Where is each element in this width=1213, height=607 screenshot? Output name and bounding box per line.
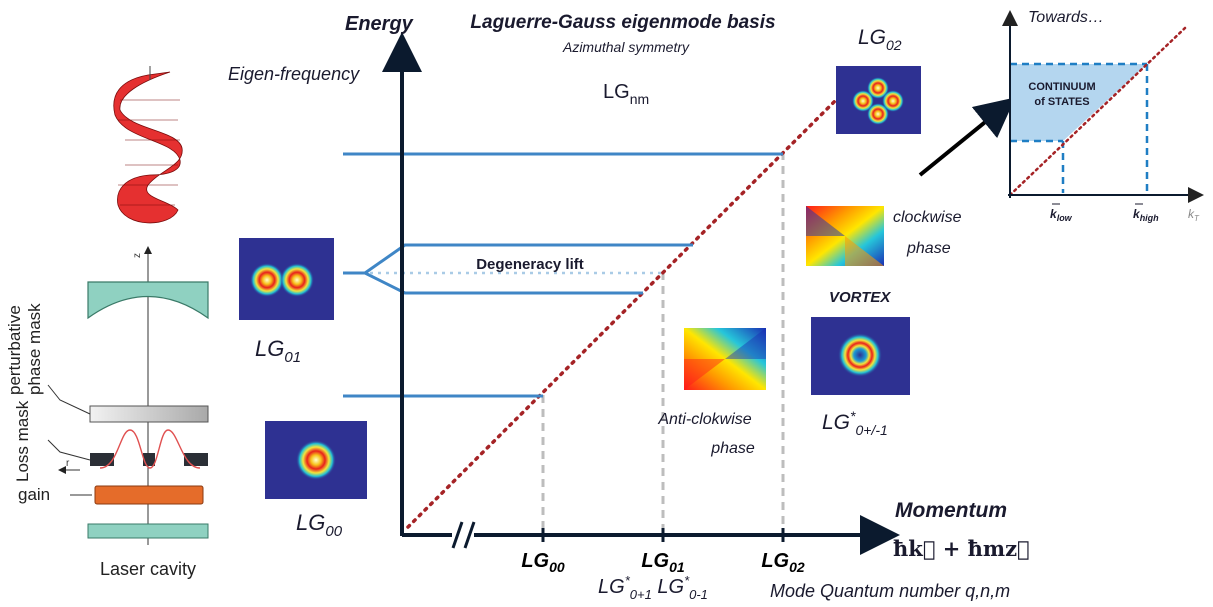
degeneracy-lift-label: Degeneracy lift [476, 256, 584, 273]
helical-wavefront-icon [113, 66, 183, 224]
loss-mask-pointer [47, 439, 91, 461]
anticlockwise-label-line2: phase [710, 440, 755, 457]
loss-mask-left [90, 453, 114, 466]
towards-arrow [918, 97, 1016, 177]
continuum-region [1010, 64, 1147, 141]
laser-cavity-caption: Laser cavity [100, 559, 196, 579]
mode-lg02-label: LG02 [858, 26, 902, 53]
k-t-label: kT [1188, 207, 1200, 223]
diagram-subtitle: Azimuthal symmetry [562, 39, 690, 55]
mode-lg01-image [239, 238, 334, 320]
flat-mirror [87, 523, 209, 539]
inset-title: Towards… [1028, 9, 1104, 26]
phase-mask-plate [89, 405, 209, 423]
clockwise-label-line1: clockwise [893, 209, 962, 226]
z-axis-label: z [132, 253, 143, 258]
mode-lg02-image [836, 66, 921, 134]
phase-mask-pointer [47, 384, 91, 415]
level-lg01-lower [364, 271, 643, 295]
diagram-title: Laguerre-Gauss eigenmode basis [470, 12, 775, 33]
mode-lg01-label: LG01 [255, 336, 301, 366]
eigenfreq-label: Eigen-frequency [228, 64, 360, 84]
dispersion-diagonal [406, 84, 852, 529]
tick-label-lg01-vortex-pair: LG*0+1 LG*0-1 [598, 573, 708, 602]
lgnm-label: LGnm [603, 81, 649, 107]
phase-mask-label-line1: perturbative [5, 305, 24, 395]
mode-lg00-image [265, 421, 367, 499]
tick-label-lg01: LG01 [641, 550, 685, 575]
curved-mirror [87, 281, 209, 320]
laser-cavity: z r perturbative phase mask Loss mask ga… [5, 66, 209, 579]
continuum-label-line2: of STATES [1034, 96, 1089, 108]
inset-diagonal [1008, 26, 1187, 197]
clockwise-phase-image [806, 206, 884, 266]
k-high-label: khigh [1133, 207, 1159, 223]
gain-profile-curve [99, 429, 201, 469]
gain-medium [94, 485, 204, 505]
level-lg01-upper [364, 243, 693, 275]
vortex-label: VORTEX [829, 289, 891, 306]
momentum-formula: ħk⃗ + ħmz⃗ [893, 536, 1030, 561]
clockwise-label-line2: phase [906, 240, 951, 257]
anticlockwise-phase-image [684, 328, 766, 390]
anticlockwise-label-line1: Anti-clokwise [657, 411, 751, 428]
quantum-number-label: Mode Quantum number q,n,m [770, 581, 1010, 601]
tick-label-lg00: LG00 [521, 550, 565, 575]
vortex-mode-image [811, 317, 910, 395]
axis-break-icon [451, 521, 476, 549]
loss-mask-label: Loss mask [13, 400, 32, 482]
momentum-axis-label: Momentum [895, 499, 1007, 522]
continuum-label-line1: CONTINUUM [1028, 81, 1095, 93]
tick-label-lg02: LG02 [761, 550, 805, 575]
gain-label: gain [18, 485, 50, 504]
energy-momentum-diagram: Degeneracy lift LG00 LG01 LG02 LG*0+1 LG… [228, 12, 1030, 602]
phase-mask-label-line2: phase mask [25, 303, 44, 395]
continuum-inset: Towards… CONTINUUM of STATES klow khigh … [918, 9, 1204, 223]
mode-lg00-label: LG00 [296, 510, 343, 540]
vortex-mode-label: LG*0+/-1 [822, 408, 888, 438]
k-low-label: klow [1050, 207, 1073, 223]
r-axis-label: r [66, 458, 70, 469]
energy-axis-label: Energy [345, 13, 414, 35]
